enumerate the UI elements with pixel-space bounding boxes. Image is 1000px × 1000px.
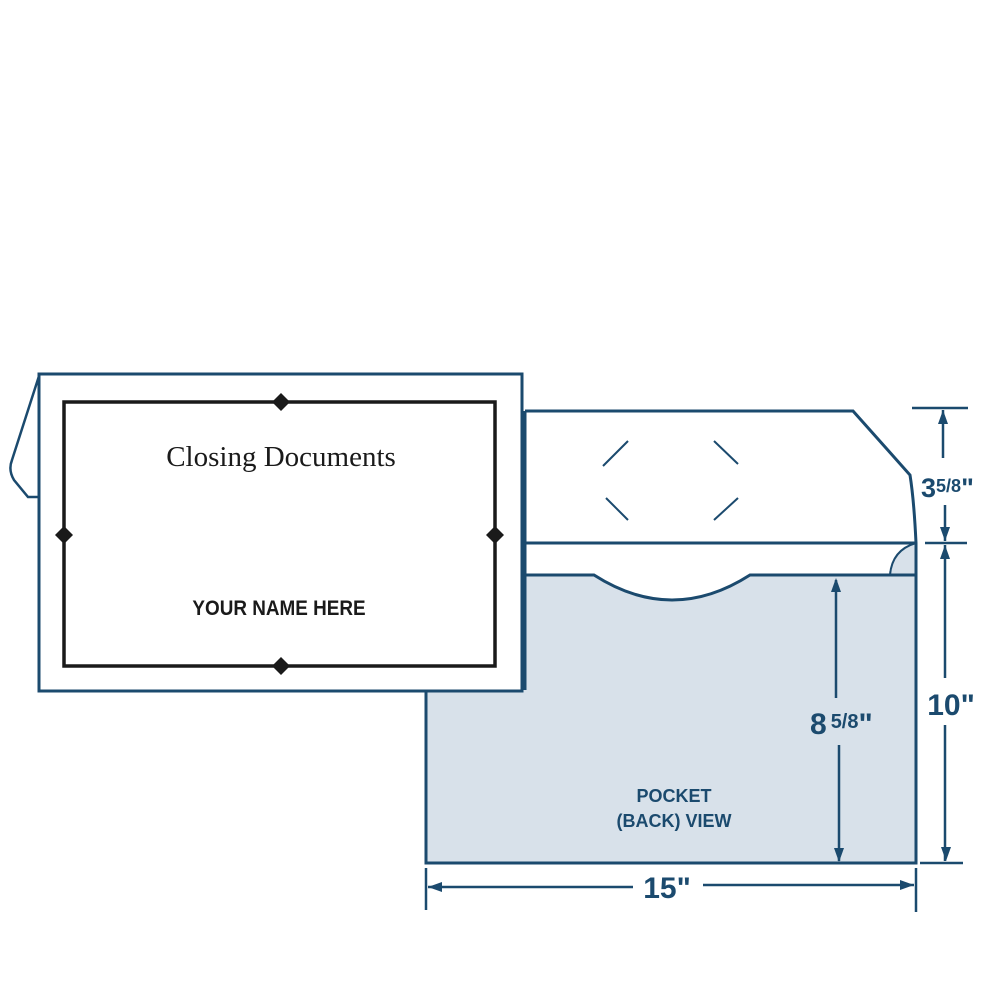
pocket-label-line1: POCKET: [636, 786, 711, 806]
flap-height-fraction: 5/8: [936, 476, 961, 496]
arrow-up-icon: [940, 545, 950, 559]
dimension-total-height: 10": [920, 545, 975, 865]
pocket-height-unit: ": [859, 708, 873, 741]
total-height-label: 10": [927, 689, 975, 722]
flap-outline: [424, 409, 918, 865]
flap-height-whole: 3: [921, 473, 936, 503]
arrow-left-icon: [428, 882, 442, 892]
diamond-icon: [272, 657, 290, 675]
arrow-down-icon: [940, 527, 950, 541]
cover-name: YOUR NAME HERE: [192, 597, 365, 620]
arrow-up-icon: [938, 410, 948, 424]
dimension-width: 15": [424, 868, 918, 912]
arrow-up-icon: [831, 578, 841, 592]
flap-height-unit: ": [961, 473, 974, 503]
arrow-down-icon: [834, 848, 844, 862]
cover-outline: [37, 372, 524, 693]
diamond-icon: [486, 526, 504, 544]
front-cover: Closing Documents YOUR NAME HERE: [9, 372, 524, 693]
diamond-icon: [272, 393, 290, 411]
pocket-label-line2: (BACK) VIEW: [617, 811, 732, 831]
pocket-height-fraction: 5/8: [831, 711, 859, 733]
pocket-height-whole: 8: [810, 708, 827, 741]
width-label: 15": [643, 872, 691, 905]
diamond-icon: [55, 526, 73, 544]
arrow-down-icon: [941, 847, 951, 861]
arrow-right-icon: [900, 880, 914, 890]
pocket-fill: [426, 575, 916, 863]
pocket-top-edge: [525, 573, 916, 602]
frame-diamonds: [55, 393, 504, 675]
svg-text:85/8": 85/8": [810, 708, 873, 741]
svg-text:35/8": 35/8": [921, 473, 974, 503]
corner-slit: [888, 541, 917, 576]
cover-title: Closing Documents: [166, 441, 396, 473]
cover-tab: [9, 375, 41, 499]
card-slits: [602, 440, 739, 521]
dimension-flap-height: 35/8": [912, 406, 974, 545]
back-panel: [424, 409, 918, 865]
